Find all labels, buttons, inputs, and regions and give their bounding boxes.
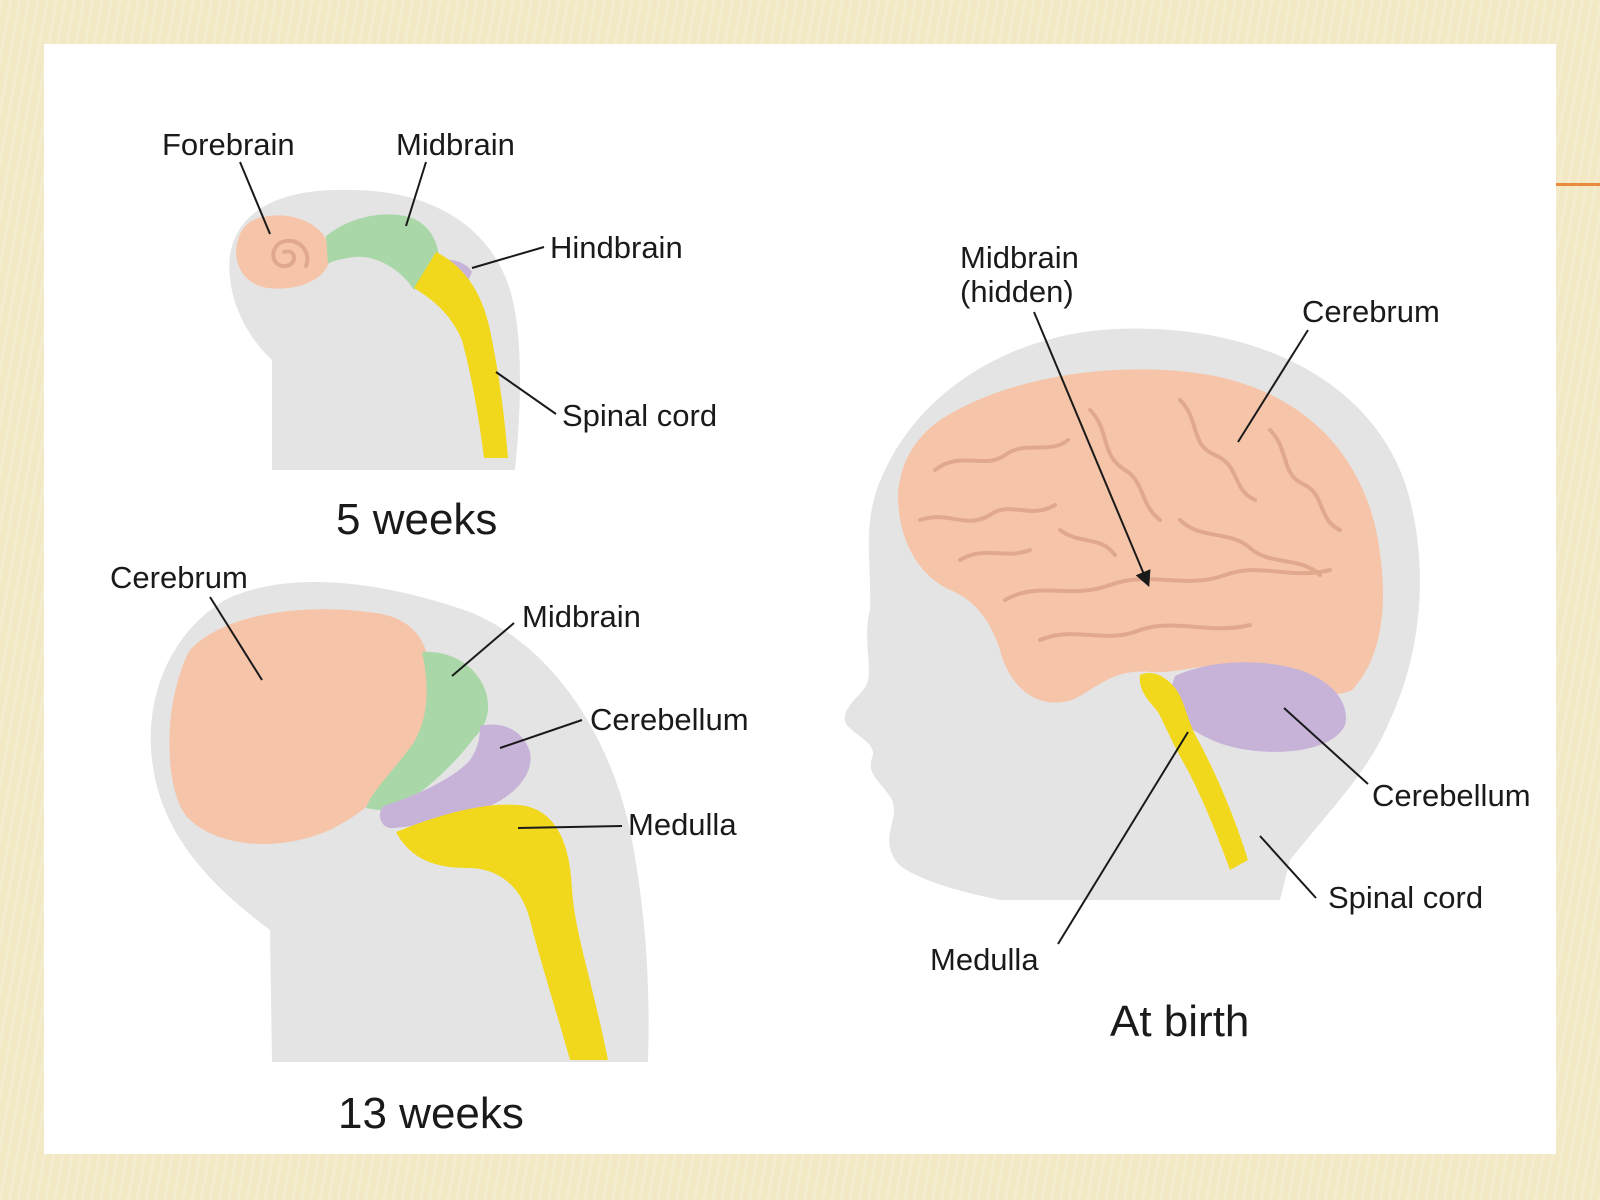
caption-at-birth: At birth xyxy=(1110,997,1249,1046)
stage-13-weeks: Cerebrum Midbrain Cerebellum Medulla 13 … xyxy=(110,560,749,1138)
medulla-spinal-cord-13wk xyxy=(396,804,608,1060)
cerebellum-shape-birth xyxy=(1166,662,1346,752)
label-cerebellum-13wk: Cerebellum xyxy=(590,702,749,737)
label-medulla-13wk: Medulla xyxy=(628,807,737,842)
leader-cerebellum-birth xyxy=(1283,707,1369,785)
leader-forebrain-5wk xyxy=(239,161,271,235)
label-hindbrain-5wk: Hindbrain xyxy=(550,230,683,265)
medulla-spinal-cord-birth xyxy=(1139,672,1248,870)
leader-cerebellum-13wk xyxy=(499,719,583,749)
cerebellum-shape-13wk xyxy=(379,724,531,829)
label-forebrain-5wk: Forebrain xyxy=(162,127,295,162)
leader-medulla-birth xyxy=(1057,731,1189,945)
label-midbrain-13wk: Midbrain xyxy=(522,599,641,634)
label-cerebellum-birth: Cerebellum xyxy=(1372,778,1531,813)
leader-spinal-cord-5wk xyxy=(495,371,557,415)
label-midbrain-hidden-line1: Midbrain xyxy=(960,240,1079,275)
leader-midbrain-13wk xyxy=(451,622,515,677)
label-midbrain-hidden-line2: (hidden) xyxy=(960,274,1074,309)
stage-at-birth: Midbrain (hidden) Cerebrum Cerebellum Sp… xyxy=(844,240,1531,1046)
cerebrum-shape-birth xyxy=(898,369,1383,703)
midbrain-shape-13wk xyxy=(366,651,489,810)
caption-5-weeks: 5 weeks xyxy=(336,495,497,544)
label-spinal-cord-birth: Spinal cord xyxy=(1328,880,1483,915)
leader-hindbrain-5wk xyxy=(471,246,545,269)
cerebrum-folds xyxy=(918,398,1342,642)
label-medulla-birth: Medulla xyxy=(930,942,1039,977)
forebrain-spiral xyxy=(271,238,310,269)
label-spinal-cord-5wk: Spinal cord xyxy=(562,398,717,433)
leader-spinal-cord-birth xyxy=(1259,835,1317,899)
leader-medulla-13wk xyxy=(517,825,623,829)
leader-cerebrum-birth xyxy=(1237,329,1309,443)
cerebrum-shape-13wk xyxy=(169,609,431,844)
stage-5-weeks: Forebrain Midbrain Hindbrain Spinal cord… xyxy=(162,127,717,544)
accent-line xyxy=(1556,183,1600,186)
label-cerebrum-birth: Cerebrum xyxy=(1302,294,1440,329)
leader-cerebrum-13wk xyxy=(209,596,263,681)
leader-midbrain-5wk xyxy=(405,161,427,227)
spinal-cord-shape-5wk xyxy=(414,252,508,458)
label-cerebrum-13wk: Cerebrum xyxy=(110,560,248,595)
label-midbrain-5wk: Midbrain xyxy=(396,127,515,162)
arrow-midbrain-hidden xyxy=(1033,311,1151,587)
caption-13-weeks: 13 weeks xyxy=(338,1089,524,1138)
midbrain-shape-5wk xyxy=(326,214,439,290)
